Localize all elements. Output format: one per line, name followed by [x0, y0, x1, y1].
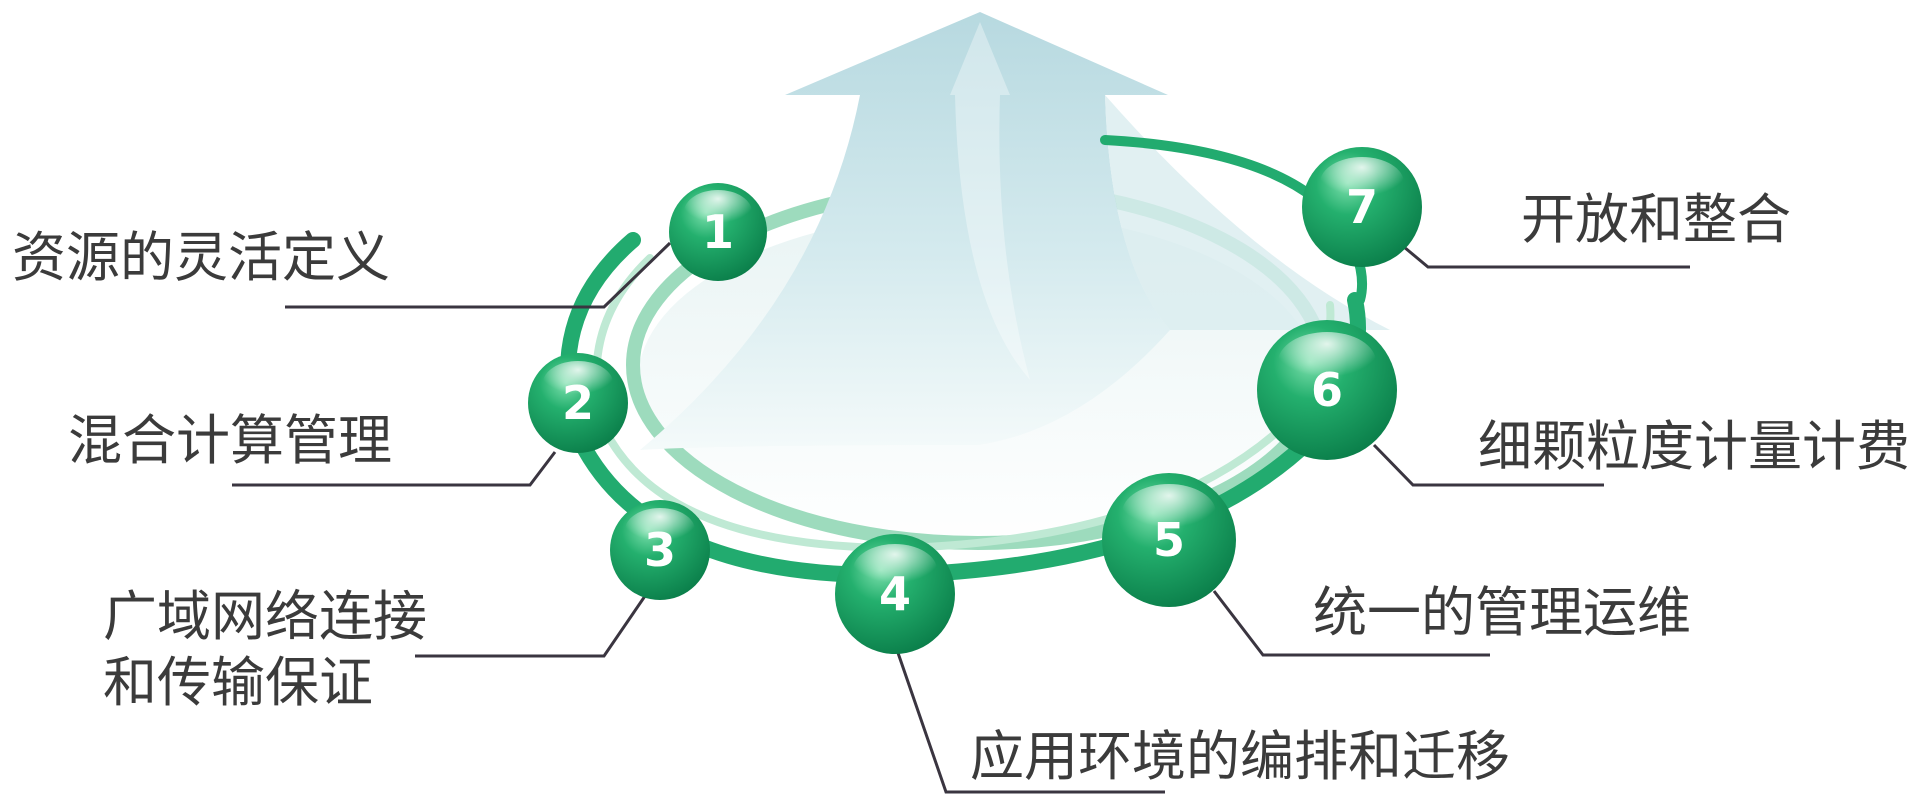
ball-2: 2	[528, 353, 628, 453]
ball-number-7: 7	[1346, 180, 1378, 234]
ball-number-5: 5	[1153, 513, 1185, 567]
arrow-highlight	[950, 22, 1030, 380]
ball-number-1: 1	[702, 205, 734, 259]
ball-number-2: 2	[562, 376, 594, 430]
label-6: 细颗粒度计量计费	[1478, 415, 1910, 478]
label-3-line-1: 广域网络连接	[103, 585, 427, 648]
label-3: 广域网络连接 和传输保证	[103, 584, 427, 716]
label-1: 资源的灵活定义	[12, 226, 390, 289]
label-2: 混合计算管理	[68, 409, 392, 472]
ball-3: 3	[610, 500, 710, 600]
leader-1	[285, 241, 672, 309]
ball-1: 1	[669, 183, 767, 281]
up-arrow	[640, 12, 1170, 450]
label-4: 应用环境的编排和迁移	[970, 725, 1510, 788]
label-5: 统一的管理运维	[1313, 581, 1691, 644]
ball-5: 5	[1102, 473, 1236, 607]
ball-6: 6	[1257, 320, 1397, 460]
leader-4	[895, 649, 1165, 794]
ball-number-4: 4	[879, 567, 911, 621]
leader-7	[1403, 245, 1690, 269]
ball-number-6: 6	[1311, 363, 1343, 417]
leader-5	[1212, 590, 1490, 657]
label-7: 开放和整合	[1521, 188, 1791, 251]
label-3-line-2: 和传输保证	[103, 651, 373, 714]
arrow-right-sweep	[1105, 95, 1390, 330]
ball-7: 7	[1302, 147, 1422, 267]
ball-number-3: 3	[644, 523, 676, 577]
leader-6	[1372, 443, 1604, 487]
leader-2	[232, 451, 557, 487]
ball-4: 4	[835, 534, 955, 654]
leader-lines	[232, 241, 1690, 794]
leader-3	[415, 595, 647, 658]
